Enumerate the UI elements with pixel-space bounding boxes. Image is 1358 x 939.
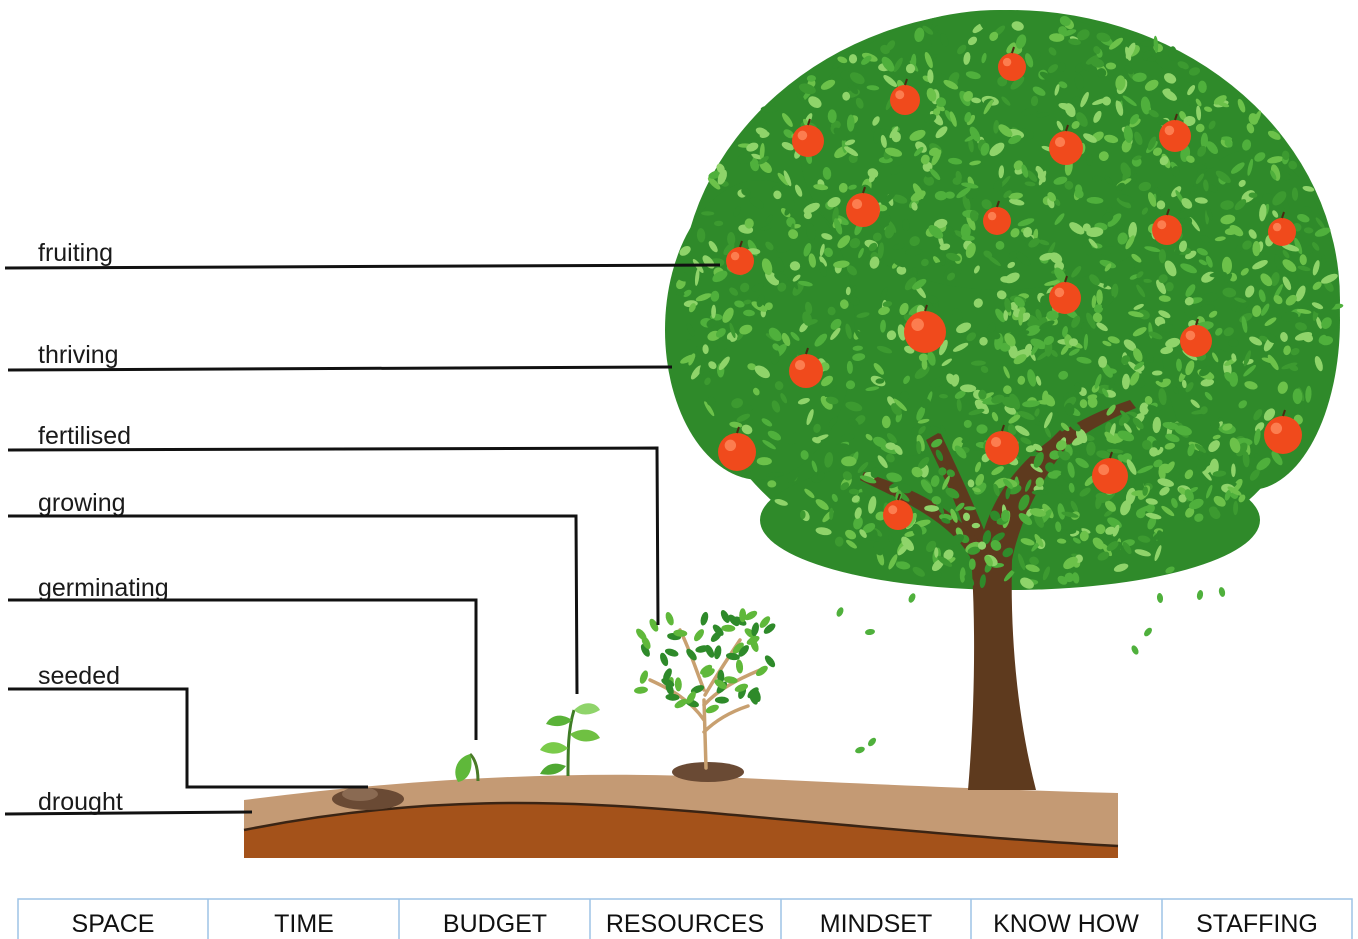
leader-line-thriving xyxy=(7,365,673,372)
column-mindset: MINDSET xyxy=(820,910,933,938)
leader-line-growing xyxy=(8,514,579,695)
label-drought: drought xyxy=(38,788,123,816)
leader-line-fertilised xyxy=(7,446,660,626)
leader-line-drought xyxy=(4,810,253,816)
germinating-sprout-icon xyxy=(455,752,480,782)
column-resources: RESOURCES xyxy=(606,910,764,938)
tree-trunk xyxy=(926,430,1072,790)
column-staffing: STAFFING xyxy=(1196,910,1318,938)
soil-divider-line xyxy=(243,801,1119,848)
label-germinating: germinating xyxy=(38,574,169,602)
column-space: SPACE xyxy=(72,910,155,938)
leader-line-fruiting xyxy=(4,263,721,270)
growing-seedling-icon xyxy=(540,703,600,777)
column-time: TIME xyxy=(274,910,334,938)
leader-line-germinating xyxy=(8,598,478,740)
ground xyxy=(243,774,1119,858)
leader-line-seeded xyxy=(8,687,368,789)
label-seeded: seeded xyxy=(38,662,120,690)
label-fruiting: fruiting xyxy=(38,239,113,267)
stage-labels: fruiting thriving fertilised growing ger… xyxy=(4,239,721,816)
column-know-how: KNOW HOW xyxy=(993,910,1139,938)
resource-table-header: SPACE TIME BUDGET RESOURCES MINDSET KNOW… xyxy=(17,898,1353,939)
column-budget: BUDGET xyxy=(443,910,547,938)
label-thriving: thriving xyxy=(38,341,119,369)
fertilised-sapling-icon xyxy=(634,608,776,782)
fruiting-tree xyxy=(665,10,1344,790)
label-fertilised: fertilised xyxy=(38,422,131,450)
seed-mound xyxy=(332,787,404,810)
soil-bottom-layer xyxy=(244,803,1118,858)
label-growing: growing xyxy=(38,489,126,517)
